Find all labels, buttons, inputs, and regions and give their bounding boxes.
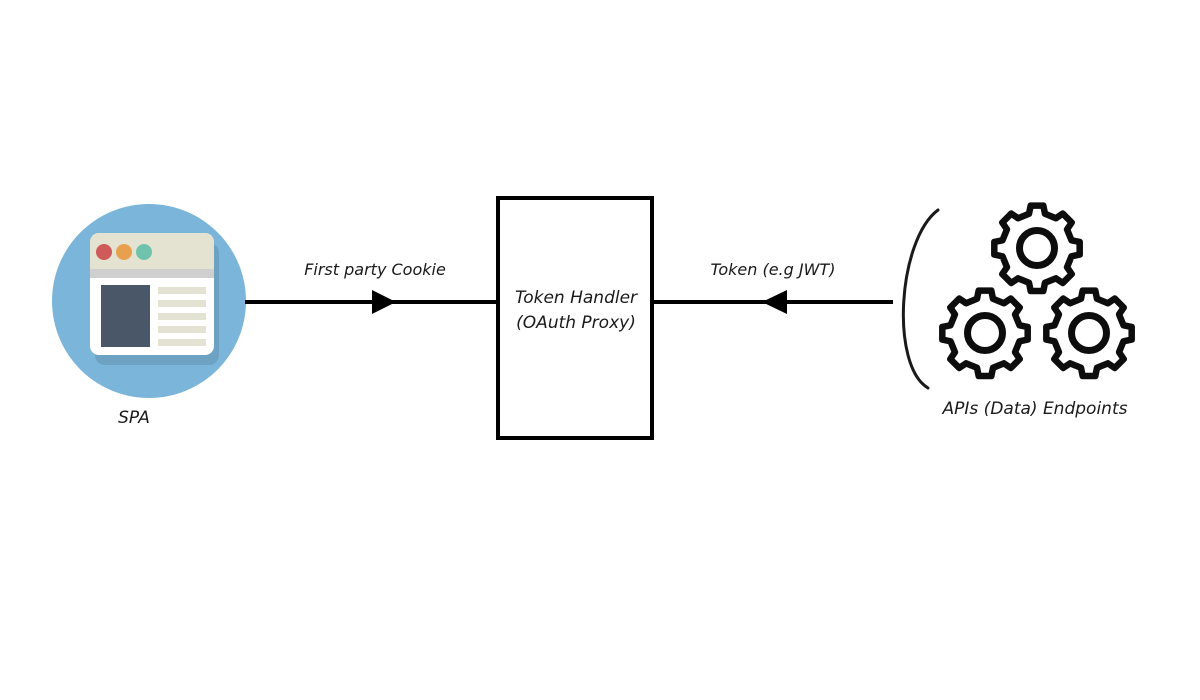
cookie-edge[interactable] xyxy=(245,290,498,314)
apis-boundary-arc xyxy=(901,208,940,390)
window-maximize-dot-icon[interactable] xyxy=(136,244,152,260)
token-edge-label: Token (e.g JWT) xyxy=(710,260,836,279)
token-edge[interactable] xyxy=(652,290,893,314)
browser-toolbar-strip xyxy=(90,269,214,278)
spa-node[interactable] xyxy=(52,204,246,398)
gear-left-outline xyxy=(939,287,1031,380)
gear-right-hub xyxy=(1068,312,1110,354)
gear-top-hub xyxy=(1016,227,1058,269)
apis-node-label: APIs (Data) Endpoints xyxy=(942,399,1128,419)
browser-content-panel xyxy=(101,285,150,347)
gears-icon xyxy=(939,202,1135,380)
gear-left-hub xyxy=(964,312,1006,354)
cookie-edge-arrowhead-icon xyxy=(372,290,396,314)
spa-node-label: SPA xyxy=(118,408,150,428)
token-handler-box xyxy=(496,196,654,440)
window-close-dot-icon[interactable] xyxy=(96,244,112,260)
cookie-edge-label: First party Cookie xyxy=(304,260,446,279)
gear-right-outline xyxy=(1043,287,1135,380)
gear-top-outline xyxy=(991,202,1083,295)
token-handler-label-line2: (OAuth Proxy) xyxy=(516,313,636,333)
token-handler-label-line1: Token Handler xyxy=(514,288,638,308)
token-edge-arrowhead-icon xyxy=(762,290,787,314)
window-minimize-dot-icon[interactable] xyxy=(116,244,132,260)
token-handler-label: Token Handler (OAuth Proxy) xyxy=(478,286,674,336)
browser-text-lines xyxy=(158,287,206,346)
apis-node[interactable] xyxy=(901,202,1135,390)
browser-window-icon xyxy=(90,233,214,355)
token-handler-node[interactable] xyxy=(496,196,654,440)
